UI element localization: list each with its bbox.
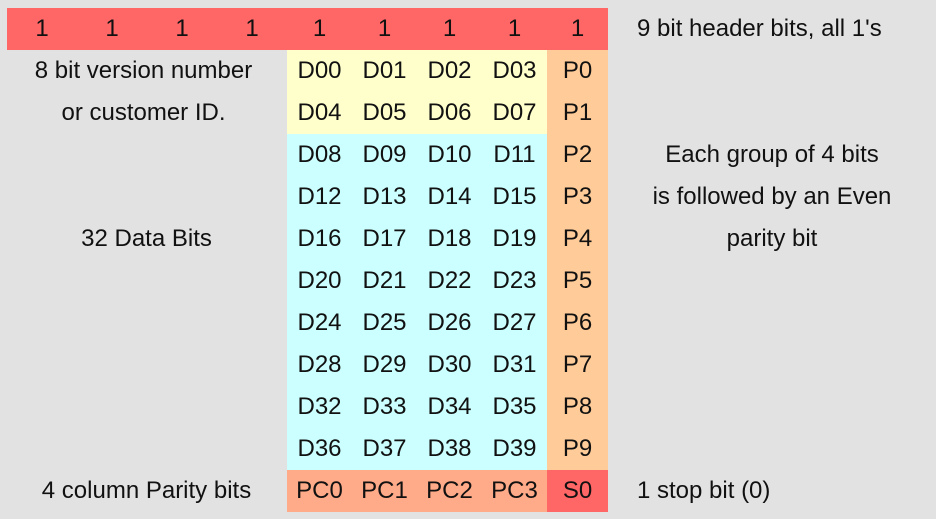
row-parity-cell: P9 bbox=[562, 435, 593, 462]
data-bit-cell: D16 bbox=[297, 225, 342, 252]
parity-note-line2: is followed by an Even bbox=[652, 183, 892, 210]
header-bit: 1 bbox=[570, 15, 585, 42]
row-parity-cell: P3 bbox=[562, 183, 593, 210]
column-parity-label: 4 column Parity bits bbox=[41, 477, 252, 504]
data-bit-cell: D17 bbox=[362, 225, 407, 252]
row-parity-cell: P1 bbox=[562, 99, 593, 126]
data-bit-cell: D15 bbox=[492, 183, 537, 210]
data-bit-cell: D38 bbox=[427, 435, 472, 462]
row-parity-cell: P6 bbox=[562, 309, 593, 336]
data-bit-cell: D31 bbox=[492, 351, 537, 378]
data-bit-cell: D08 bbox=[297, 141, 342, 168]
header-bit: 1 bbox=[377, 15, 392, 42]
data-bit-cell: D14 bbox=[427, 183, 472, 210]
parity-note-line1: Each group of 4 bits bbox=[665, 141, 879, 168]
data-bit-cell: D28 bbox=[297, 351, 342, 378]
data-bit-cell: D21 bbox=[362, 267, 407, 294]
row-parity-cell: P7 bbox=[562, 351, 593, 378]
data-bit-cell: D07 bbox=[492, 99, 537, 126]
row-parity-cell: P4 bbox=[562, 225, 593, 252]
data-bit-cell: D36 bbox=[297, 435, 342, 462]
data-bit-cell: D24 bbox=[297, 309, 342, 336]
data-bit-cell: D05 bbox=[362, 99, 407, 126]
data-bit-cell: D27 bbox=[492, 309, 537, 336]
data-bit-cell: D09 bbox=[362, 141, 407, 168]
data-bit-cell: D18 bbox=[427, 225, 472, 252]
data-bit-cell: D20 bbox=[297, 267, 342, 294]
data-bit-cell: D25 bbox=[362, 309, 407, 336]
data-bit-cell: D12 bbox=[297, 183, 342, 210]
data-bit-cell: D26 bbox=[427, 309, 472, 336]
data-bit-cell: D11 bbox=[493, 141, 536, 168]
data-bit-cell: D13 bbox=[362, 183, 407, 210]
row-parity-cell: P8 bbox=[562, 393, 593, 420]
data-bit-cell: D37 bbox=[362, 435, 407, 462]
parity-note-line3: parity bit bbox=[726, 225, 818, 252]
data-bit-cell: D03 bbox=[492, 57, 537, 84]
data-bit-cell: D06 bbox=[427, 99, 472, 126]
row-parity-cell: P2 bbox=[562, 141, 593, 168]
column-parity-cell: PC3 bbox=[491, 477, 538, 504]
data-bit-cell: D04 bbox=[297, 99, 342, 126]
row-parity-cell: P5 bbox=[562, 267, 593, 294]
version-label-line2: or customer ID. bbox=[61, 99, 226, 126]
header-bit: 1 bbox=[442, 15, 457, 42]
column-parity-cell: PC2 bbox=[426, 477, 473, 504]
data-bit-cell: D33 bbox=[362, 393, 407, 420]
header-bit: 1 bbox=[105, 15, 119, 42]
header-bits-bar bbox=[7, 8, 608, 50]
stop-bit-label: 1 stop bit (0) bbox=[637, 477, 771, 504]
data-bit-cell: D19 bbox=[492, 225, 537, 252]
data-block bbox=[287, 134, 547, 470]
data-bits-label: 32 Data Bits bbox=[81, 225, 212, 252]
header-bit: 1 bbox=[245, 15, 259, 42]
data-bit-cell: D01 bbox=[362, 57, 407, 84]
data-bit-cell: D35 bbox=[492, 393, 537, 420]
row-parity-cell: P0 bbox=[562, 57, 593, 84]
header-bits-label: 9 bit header bits, all 1's bbox=[637, 15, 882, 42]
version-block bbox=[287, 50, 547, 134]
data-bit-cell: D02 bbox=[427, 57, 472, 84]
data-bit-cell: D10 bbox=[427, 141, 472, 168]
stop-bit-cell: S0 bbox=[562, 477, 593, 504]
data-bit-cell: D23 bbox=[492, 267, 537, 294]
header-bit: 1 bbox=[175, 15, 189, 42]
data-bit-cell: D30 bbox=[427, 351, 472, 378]
header-bit: 1 bbox=[312, 15, 327, 42]
header-bit: 1 bbox=[35, 15, 49, 42]
column-parity-cell: PC1 bbox=[361, 477, 408, 504]
data-bit-cell: D32 bbox=[297, 393, 342, 420]
version-label-line1: 8 bit version number bbox=[34, 57, 253, 84]
column-parity-block bbox=[287, 470, 547, 512]
data-bit-cell: D34 bbox=[427, 393, 472, 420]
stop-bit-block bbox=[547, 470, 608, 512]
header-bit: 1 bbox=[507, 15, 522, 42]
data-bit-cell: D29 bbox=[362, 351, 407, 378]
row-parity-column bbox=[547, 50, 608, 470]
data-bit-cell: D22 bbox=[427, 267, 472, 294]
data-bit-cell: D39 bbox=[492, 435, 537, 462]
column-parity-cell: PC0 bbox=[296, 477, 343, 504]
data-bit-cell: D00 bbox=[297, 57, 342, 84]
